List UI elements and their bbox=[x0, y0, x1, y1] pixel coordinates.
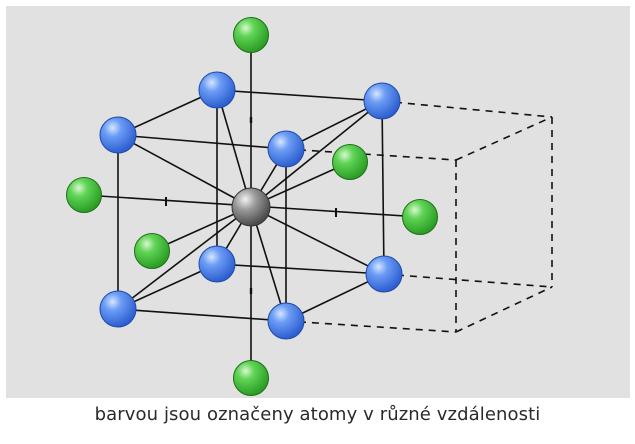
second-neighbor-atoms bbox=[66, 17, 368, 213]
figure-caption: barvou jsou označeny atomy v různé vzdál… bbox=[94, 404, 541, 425]
blue-atom bbox=[267, 130, 305, 168]
bond bbox=[117, 134, 252, 208]
bond bbox=[250, 100, 383, 208]
adjacent-cell-edge bbox=[285, 320, 457, 333]
green-atom-top bbox=[233, 17, 269, 53]
blue-atom bbox=[198, 71, 236, 109]
cell-edge bbox=[216, 263, 385, 275]
green-atom-front bbox=[134, 233, 170, 269]
green-atom-left bbox=[66, 177, 102, 213]
blue-atom bbox=[99, 290, 137, 328]
blue-atom bbox=[198, 245, 236, 283]
bond bbox=[250, 206, 287, 322]
center-atom bbox=[231, 187, 271, 227]
adjacent-cell-edge bbox=[383, 273, 553, 288]
blue-atom bbox=[267, 302, 305, 340]
green-atom-bottom bbox=[233, 360, 269, 396]
blue-atom bbox=[363, 82, 401, 120]
adjacent-cell-edge bbox=[381, 100, 553, 118]
nearest-neighbor-atoms-front bbox=[99, 116, 305, 340]
cell-edge bbox=[216, 89, 383, 102]
blue-atom bbox=[99, 116, 137, 154]
cell-edge bbox=[381, 100, 385, 275]
adjacent-cell-edge bbox=[285, 148, 457, 161]
crystal-structure-diagram bbox=[66, 17, 553, 396]
cell-edge bbox=[117, 134, 287, 150]
green-atom-right bbox=[402, 199, 438, 235]
cell-edge bbox=[117, 308, 287, 322]
figure-panel bbox=[6, 6, 630, 398]
bond bbox=[216, 89, 252, 208]
bond bbox=[250, 206, 385, 275]
adjacent-cell-edge bbox=[455, 286, 553, 333]
bond bbox=[117, 206, 252, 310]
second-neighbor-atoms-front bbox=[134, 199, 438, 396]
blue-atom bbox=[365, 255, 403, 293]
nearest-neighbor-atoms-back bbox=[198, 71, 403, 293]
green-atom-back bbox=[332, 144, 368, 180]
adjacent-unit-cell bbox=[285, 100, 553, 333]
adjacent-cell-edge bbox=[455, 116, 553, 161]
